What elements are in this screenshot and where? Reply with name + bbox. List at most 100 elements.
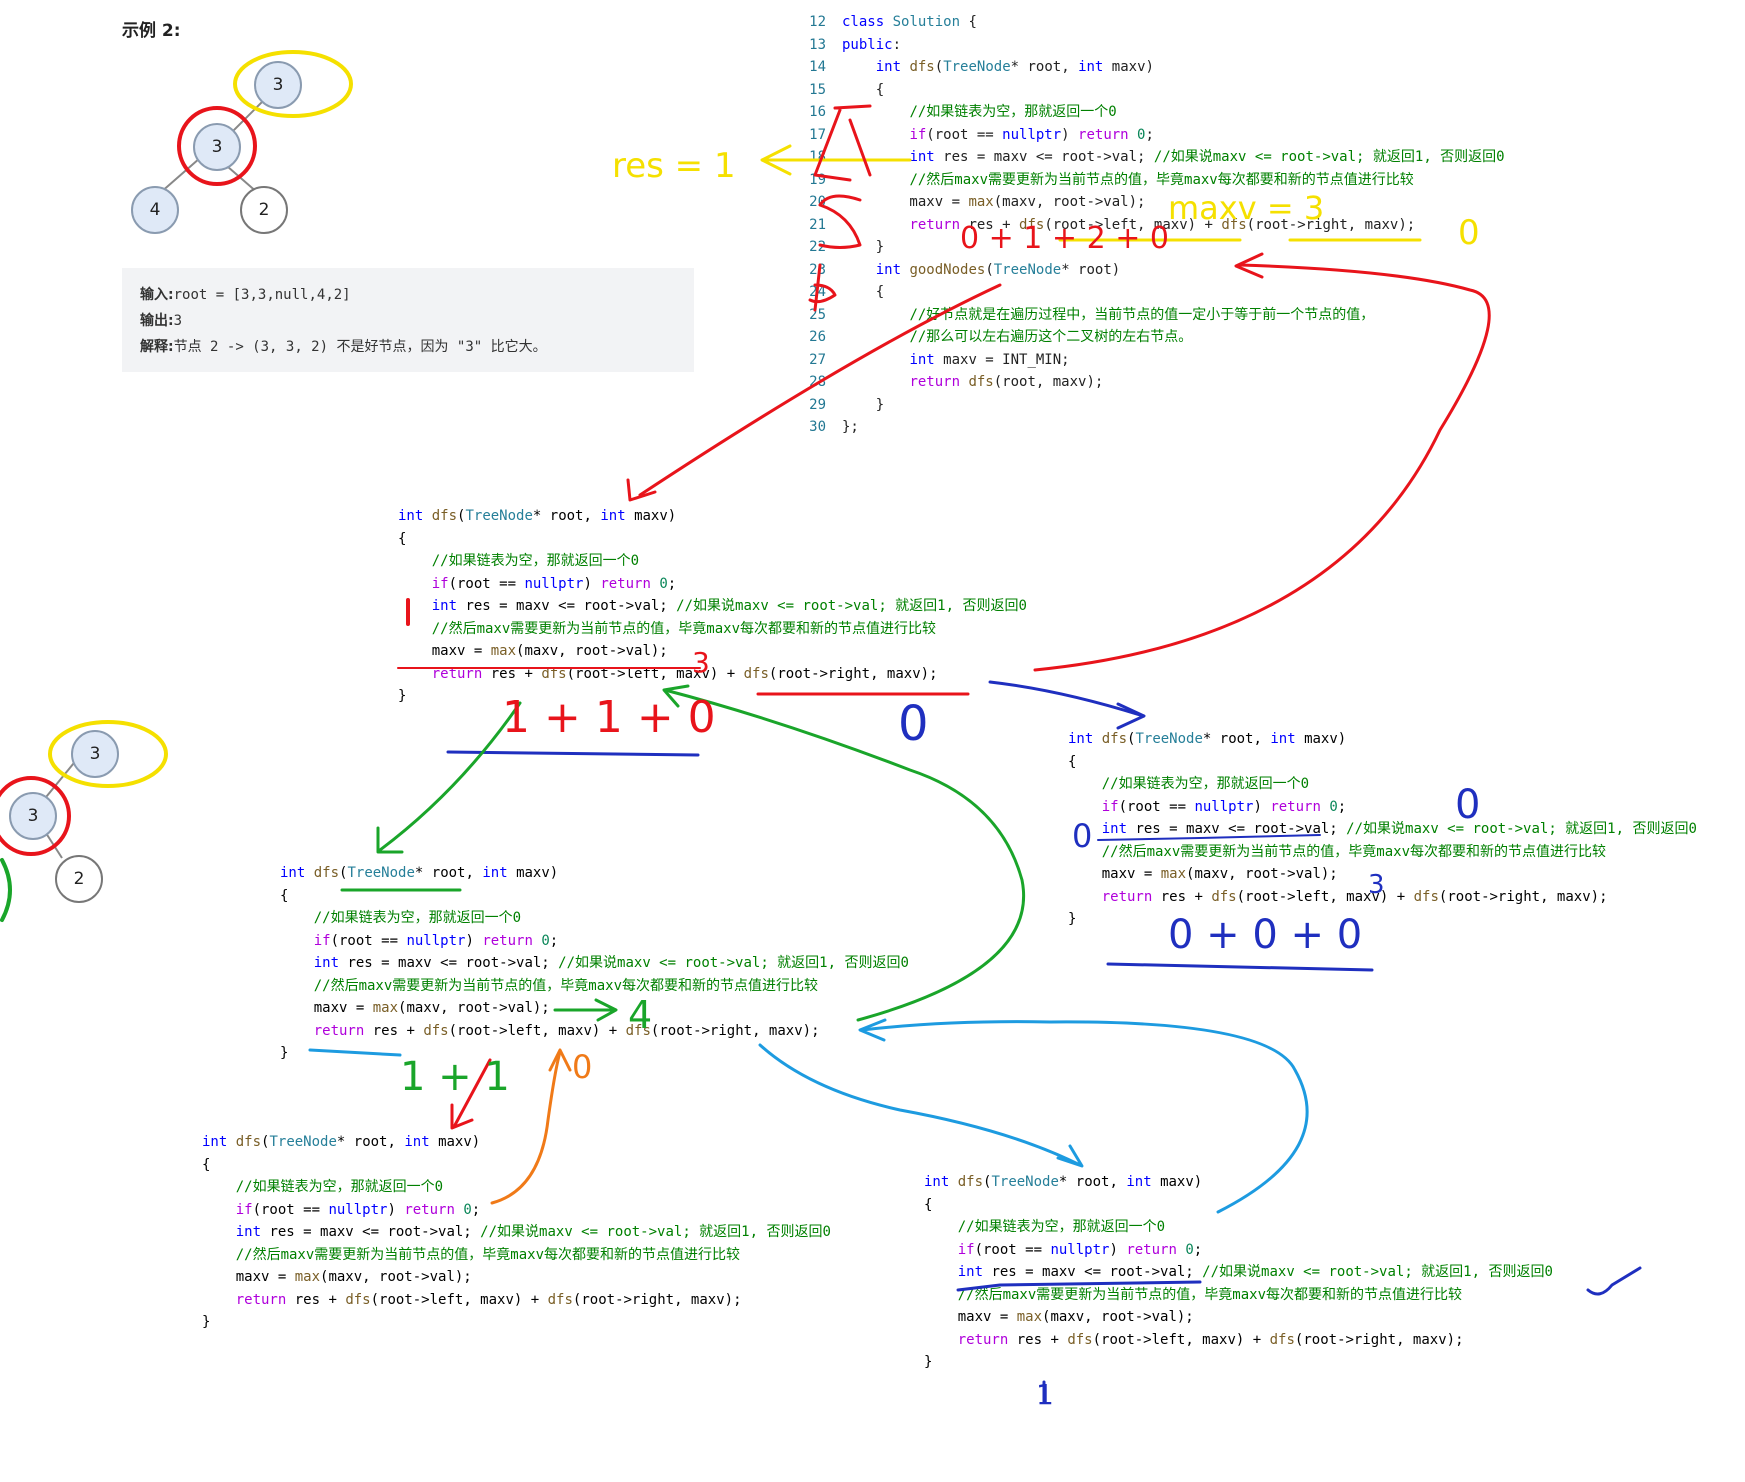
dfs-line-sig: int dfs(TreeNode* root, int maxv) <box>202 1134 481 1150</box>
line-text: return res + dfs(root->left, maxv) + dfs… <box>909 216 1416 233</box>
line-text: //那么可以左右遍历这个二叉树的左右节点。 <box>909 329 1193 345</box>
dfs-line-l2: int res = maxv <= root->val; //如果说maxv <… <box>313 955 909 971</box>
line-number: 25 <box>809 306 826 323</box>
dfs-line-close: } <box>280 1045 289 1061</box>
dfs-line-l2: int res = maxv <= root->val; //如果说maxv <… <box>235 1224 831 1240</box>
dfs-line-open: { <box>398 530 407 547</box>
dfs-line-open: { <box>924 1196 933 1213</box>
line-number: 22 <box>809 239 826 255</box>
code-line: 16 //如果链表为空，那就返回一个0 <box>790 101 1505 124</box>
code-line: 15 { <box>790 79 1505 102</box>
code-line: 29 } <box>790 394 1505 417</box>
dfs-line-l4: return res + dfs(root->left, maxv) + dfs… <box>431 665 938 682</box>
dfs-line-open: { <box>202 1156 211 1173</box>
dfs-block-left-leaf: int dfs(TreeNode* root, int maxv) { //如果链… <box>202 1131 831 1334</box>
dfs-line-c2: //然后maxv需要更新为当前节点的值，毕竟maxv每次都要和新的节点值进行比较 <box>313 977 819 994</box>
explain-line: 解释:节点 2 -> (3, 3, 2) 不是好节点，因为 "3" 比它大。 <box>140 339 547 355</box>
dfs-line-c1: //如果链表为空，那就返回一个0 <box>431 553 640 569</box>
dfs-line-l4: return res + dfs(root->left, maxv) + dfs… <box>957 1331 1464 1348</box>
dfs-line-c2: //然后maxv需要更新为当前节点的值，毕竟maxv每次都要和新的节点值进行比较 <box>957 1286 1463 1303</box>
dfs-line-c2: //然后maxv需要更新为当前节点的值，毕竟maxv每次都要和新的节点值进行比较 <box>431 620 937 637</box>
line-text: int dfs(TreeNode* root, int maxv) <box>875 59 1154 75</box>
line-number: 30 <box>809 419 826 435</box>
line-number: 23 <box>809 261 826 278</box>
dfs-line-l3: maxv = max(maxv, root->val); <box>202 1269 472 1285</box>
line-number: 17 <box>809 126 826 143</box>
tree-side-node-right: 2 <box>55 855 103 903</box>
dfs-line-c1: //如果链表为空，那就返回一个0 <box>235 1179 444 1195</box>
dfs-line-c2: //然后maxv需要更新为当前节点的值，毕竟maxv每次都要和新的节点值进行比较 <box>235 1246 741 1263</box>
code-line: 23 int goodNodes(TreeNode* root) <box>790 259 1505 282</box>
line-number: 29 <box>809 396 826 413</box>
line-number: 14 <box>809 59 826 75</box>
code-line: 19 //然后maxv需要更新为当前节点的值，毕竟maxv每次都要和新的节点值进… <box>790 169 1505 192</box>
line-number: 12 <box>809 14 826 30</box>
line-number: 20 <box>809 194 826 210</box>
dfs-block-right-null: int dfs(TreeNode* root, int maxv){ //如果链… <box>1068 728 1697 931</box>
bottom-one-label: 1 <box>1036 1378 1054 1411</box>
dfs-line-close: } <box>202 1314 211 1330</box>
line-text: int res = maxv <= root->val; //如果说maxv <… <box>909 149 1505 165</box>
line-text: } <box>842 239 885 255</box>
dfs-line-l2: int res = maxv <= root->val; //如果说maxv <… <box>431 598 1027 614</box>
code-line: 25 //好节点就是在遍历过程中，当前节点的值一定小于等于前一个节点的值， <box>790 304 1505 327</box>
dfs-line-l1: if(root == nullptr) return 0; <box>1101 798 1347 815</box>
dfs-line-open: { <box>1068 753 1077 770</box>
line-text: }; <box>842 419 859 435</box>
tree-node-root: 3 <box>254 61 302 109</box>
line-number: 18 <box>809 149 826 165</box>
dfs-line-open: { <box>280 887 289 904</box>
code-line: 20 maxv = max(maxv, root->val); <box>790 191 1505 214</box>
dfs-line-l1: if(root == nullptr) return 0; <box>313 932 559 949</box>
line-text: } <box>842 396 885 413</box>
line-number: 15 <box>809 81 826 98</box>
dfs-block-root: int dfs(TreeNode* root, int maxv) { //如果链… <box>398 505 1027 708</box>
dfs-line-c1: //如果链表为空，那就返回一个0 <box>313 910 522 926</box>
dfs-line-l1: if(root == nullptr) return 0; <box>957 1241 1203 1258</box>
dfs-line-c1: //如果链表为空，那就返回一个0 <box>1101 776 1310 792</box>
tree-side-node-mid: 3 <box>9 792 57 840</box>
line-text: int maxv = INT_MIN; <box>909 351 1070 368</box>
dfs-line-l1: if(root == nullptr) return 0; <box>431 575 677 592</box>
dfs-line-c2: //然后maxv需要更新为当前节点的值，毕竟maxv每次都要和新的节点值进行比较 <box>1101 843 1607 860</box>
line-number: 13 <box>809 36 826 53</box>
code-line: 22 } <box>790 236 1505 259</box>
code-line: 24 { <box>790 281 1505 304</box>
dfs-line-l3: maxv = max(maxv, root->val); <box>398 643 668 659</box>
line-number: 21 <box>809 216 826 233</box>
dfs-line-l2: int res = maxv <= root->val; //如果说maxv <… <box>1101 821 1697 837</box>
dfs-block-right-leaf: int dfs(TreeNode* root, int maxv) { //如果链… <box>924 1171 1553 1374</box>
dfs-line-close: } <box>398 688 407 704</box>
line-number: 16 <box>809 104 826 120</box>
line-number: 28 <box>809 374 826 390</box>
line-text: { <box>842 81 885 98</box>
dfs-line-l3: maxv = max(maxv, root->val); <box>280 1000 550 1016</box>
dfs-line-l4: return res + dfs(root->left, maxv) + dfs… <box>313 1022 820 1039</box>
dfs-line-sig: int dfs(TreeNode* root, int maxv) <box>398 508 677 524</box>
code-line: 28 return dfs(root, maxv); <box>790 371 1505 394</box>
line-text: //然后maxv需要更新为当前节点的值，毕竟maxv每次都要和新的节点值进行比较 <box>909 171 1414 188</box>
line-text: int goodNodes(TreeNode* root) <box>875 261 1121 278</box>
line-text: //好节点就是在遍历过程中，当前节点的值一定小于等于前一个节点的值， <box>909 306 1375 323</box>
code-line: 18 int res = maxv <= root->val; //如果说max… <box>790 146 1505 169</box>
dfs-line-sig: int dfs(TreeNode* root, int maxv) <box>280 865 559 881</box>
code-line: 27 int maxv = INT_MIN; <box>790 349 1505 372</box>
example-info-box: 输入:root = [3,3,null,4,2] 输出:3 解释:节点 2 ->… <box>122 268 694 372</box>
dfs-line-sig: int dfs(TreeNode* root, int maxv) <box>924 1174 1203 1190</box>
dfs-line-close: } <box>1068 911 1077 927</box>
dfs-line-c1: //如果链表为空，那就返回一个0 <box>957 1219 1166 1235</box>
example-title: 示例 2: <box>122 21 181 41</box>
dfs-block-mid: int dfs(TreeNode* root, int maxv) { //如果链… <box>280 862 909 1065</box>
line-number: 19 <box>809 171 826 188</box>
line-text: if(root == nullptr) return 0; <box>909 126 1154 143</box>
code-line: 13 public: <box>790 34 1505 57</box>
code-line: 17 if(root == nullptr) return 0; <box>790 124 1505 147</box>
dfs-line-close: } <box>924 1354 933 1370</box>
line-text: maxv = max(maxv, root->val); <box>842 194 1146 210</box>
tree-side-node-root: 3 <box>71 730 119 778</box>
line-text: public: <box>842 36 902 53</box>
code-line: 26 //那么可以左右遍历这个二叉树的左右节点。 <box>790 326 1505 349</box>
res-eq-label: res = 1 <box>612 146 736 186</box>
